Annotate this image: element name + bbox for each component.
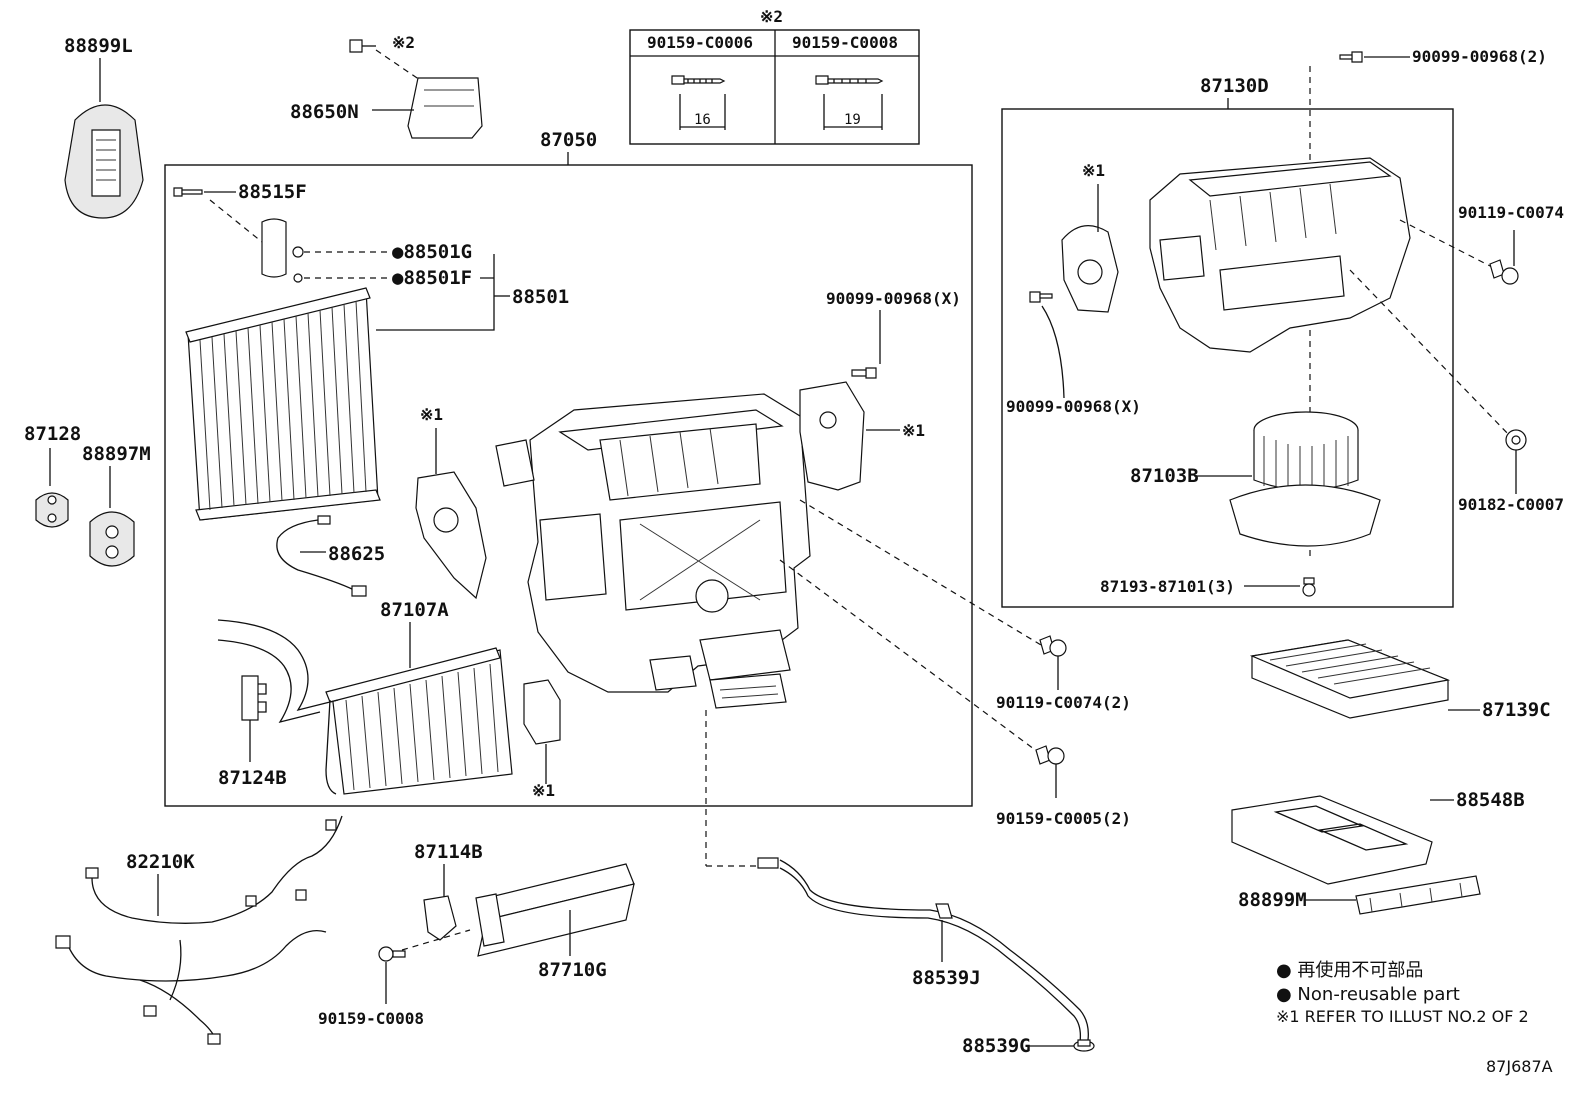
evaporator-88501-shape <box>185 287 381 521</box>
note1-d-label: ※1 <box>1082 161 1105 180</box>
nut-90182-shape <box>1505 429 1527 451</box>
tray-88548B-shape <box>1231 795 1433 885</box>
label-88539G: 88539G <box>962 1035 1031 1057</box>
dim16-label: 16 <box>694 112 711 128</box>
grommet-87128-shape <box>35 492 69 528</box>
hvac-unit-shape <box>495 393 811 709</box>
screw-spec-table <box>629 29 920 145</box>
bracket-87114B-shape <box>423 895 457 941</box>
diagram-code: 87J687A <box>1486 1057 1553 1076</box>
label-90099-X-mid: 90099-00968(X) <box>826 289 961 308</box>
screw-87193-shape <box>1302 577 1316 597</box>
servo-left-shape <box>415 471 487 600</box>
label-90159-C0005-2: 90159-C0005(2) <box>996 809 1131 828</box>
label-90099-X-right: 90099-00968(X) <box>1006 397 1141 416</box>
bracket-88650N-shape <box>349 39 483 139</box>
note2-top-label: ※2 <box>760 7 783 26</box>
label-87050: 87050 <box>540 129 597 151</box>
label-88897M: 88897M <box>82 443 151 465</box>
note1-b-label: ※1 <box>902 421 925 440</box>
legend-line1: ● 再使用不可部品 <box>1276 960 1423 981</box>
label-82210K: 82210K <box>126 851 195 873</box>
strip-88899M-shape <box>1355 875 1481 915</box>
label-88899L: 88899L <box>64 35 133 57</box>
screw-90099-X-right-shape <box>1029 291 1053 303</box>
sensor-88625-shape <box>276 515 367 597</box>
label-87710G: 87710G <box>538 959 607 981</box>
cover-88899L-shape <box>64 58 144 219</box>
heater-87710G-shape <box>475 863 635 957</box>
grommet-88897M-shape <box>89 511 135 567</box>
filter-87139C-shape <box>1249 639 1451 719</box>
servo-right-shape <box>799 381 865 491</box>
table-col2-label: 90159-C0008 <box>792 33 898 52</box>
label-90159-C0008: 90159-C0008 <box>318 1009 424 1028</box>
label-90099-00968-2: 90099-00968(2) <box>1412 47 1547 66</box>
note1-a-label: ※1 <box>420 405 443 424</box>
label-88501G: ●88501G <box>392 241 472 263</box>
label-87130D: 87130D <box>1200 75 1269 97</box>
legend-line3: ※1 REFER TO ILLUST NO.2 OF 2 <box>1276 1007 1529 1026</box>
servo-bottom-shape <box>523 679 561 745</box>
label-88650N: 88650N <box>290 101 359 123</box>
clip-87124B-shape <box>241 675 267 721</box>
note2-screw-label: ※2 <box>392 33 415 52</box>
label-88899M: 88899M <box>1238 889 1307 911</box>
label-87128: 87128 <box>24 423 81 445</box>
dim19-label: 19 <box>844 112 861 128</box>
label-87107A: 87107A <box>380 599 449 621</box>
label-88515F: 88515F <box>238 181 307 203</box>
evaporator-fins <box>199 300 367 511</box>
label-87139C: 87139C <box>1482 699 1551 721</box>
blower-motor-87103B-shape <box>1229 411 1381 547</box>
blower-case-shape <box>1149 157 1411 353</box>
label-88548B: 88548B <box>1456 789 1525 811</box>
heater-core-87107A-shape <box>217 619 513 795</box>
label-90119-C0074-2: 90119-C0074(2) <box>996 693 1131 712</box>
screw-90159-C0005-shape <box>1035 745 1065 765</box>
note1-c-label: ※1 <box>532 781 555 800</box>
screw-90119-2-shape <box>1039 635 1067 657</box>
label-88501F: ●88501F <box>392 267 472 289</box>
table-col1-label: 90159-C0006 <box>647 33 753 52</box>
label-88539J: 88539J <box>912 967 981 989</box>
label-87114B: 87114B <box>414 841 483 863</box>
servo-blower-shape <box>1061 225 1119 313</box>
screw-90159-C0008-shape <box>378 946 406 962</box>
label-88501: 88501 <box>512 286 569 308</box>
label-90119-C0074: 90119-C0074 <box>1458 203 1564 222</box>
drain-hose-88539J-shape <box>757 857 1089 1043</box>
drain-cap-88539G-shape <box>1073 1039 1095 1052</box>
screw-90099-2-shape <box>1339 51 1363 63</box>
label-87124B: 87124B <box>218 767 287 789</box>
label-88625: 88625 <box>328 543 385 565</box>
label-87103B: 87103B <box>1130 465 1199 487</box>
label-87193-87101: 87193-87101(3) <box>1100 577 1235 596</box>
legend-line2: ● Non-reusable part <box>1276 984 1460 1005</box>
screw-90099-mid-shape <box>851 367 877 379</box>
screw-90119-C0074-shape <box>1489 259 1519 285</box>
label-90182-C0007: 90182-C0007 <box>1458 495 1564 514</box>
harness-82210K-shape <box>55 815 343 1045</box>
valve-88515F-shape <box>173 187 304 283</box>
